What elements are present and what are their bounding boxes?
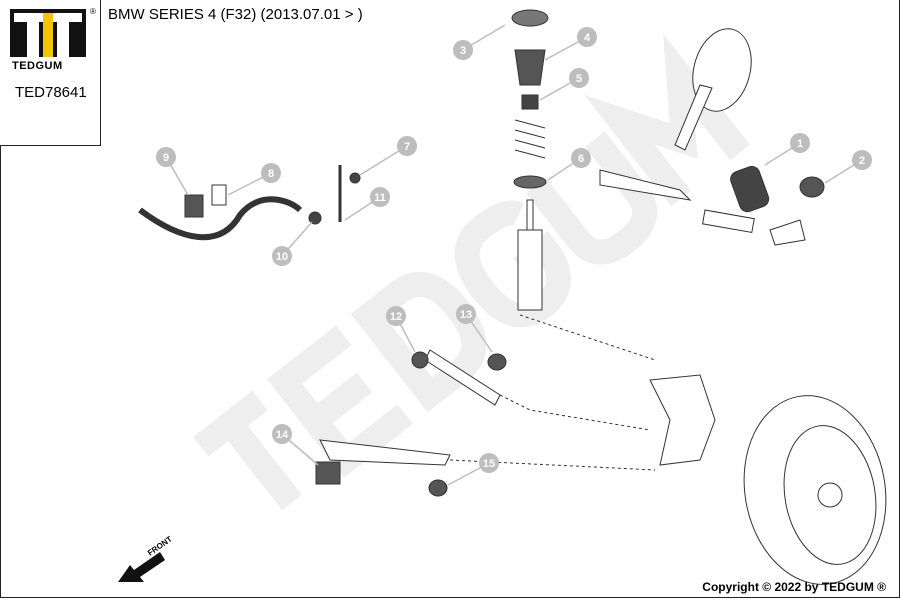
callout-circle bbox=[261, 163, 281, 183]
callout-11: 11 bbox=[344, 187, 390, 221]
steering-shaft bbox=[599, 169, 692, 201]
callout-number: 14 bbox=[276, 429, 289, 441]
page-title: BMW SERIES 4 (F32) (2013.07.01 > ) bbox=[108, 6, 363, 23]
callout-circle bbox=[386, 306, 406, 326]
strut-body bbox=[517, 229, 543, 311]
callout-12: 12 bbox=[386, 306, 416, 353]
front-arrow-icon bbox=[118, 552, 165, 582]
callout-9: 9 bbox=[156, 147, 189, 196]
callout-circle bbox=[790, 133, 810, 153]
callout-2: 2 bbox=[824, 150, 872, 184]
callout-circle bbox=[156, 147, 176, 167]
callout-number: 13 bbox=[460, 309, 472, 321]
callout-number: 2 bbox=[859, 155, 865, 167]
callout-circle bbox=[852, 150, 872, 170]
callout-14: 14 bbox=[272, 424, 319, 466]
part-12 bbox=[411, 351, 429, 369]
callout-circle bbox=[397, 136, 417, 156]
callout-circle bbox=[272, 424, 292, 444]
part-14 bbox=[315, 461, 341, 485]
dashed-guides bbox=[449, 314, 656, 471]
callout-7: 7 bbox=[359, 136, 417, 176]
stabilizer-bar bbox=[138, 196, 303, 241]
callout-5: 5 bbox=[539, 68, 589, 101]
callout-circle bbox=[456, 304, 476, 324]
callout-circle bbox=[569, 68, 589, 88]
copyright: Copyright © 2022 by TEDGUM ® bbox=[702, 580, 886, 594]
spring bbox=[514, 119, 546, 159]
tedgum-logo-icon: ® bbox=[10, 7, 96, 57]
callout-number: 1 bbox=[797, 138, 803, 150]
part-10 bbox=[308, 211, 322, 225]
part-9-bushing bbox=[184, 194, 204, 218]
callout-circle bbox=[272, 246, 292, 266]
part-7 bbox=[349, 172, 361, 184]
part-number: TED78641 bbox=[15, 84, 87, 101]
control-arm-lower bbox=[319, 439, 451, 466]
wheel-hub bbox=[817, 482, 843, 508]
callout-circle bbox=[577, 27, 597, 47]
callout-number: 3 bbox=[460, 45, 466, 57]
part-15 bbox=[428, 479, 448, 497]
steering-knuckle bbox=[649, 374, 716, 466]
callout-4: 4 bbox=[544, 27, 597, 61]
callout-8: 8 bbox=[227, 163, 281, 196]
callout-number: 12 bbox=[390, 311, 402, 323]
callout-10: 10 bbox=[272, 221, 313, 266]
tie-rod bbox=[701, 209, 755, 234]
callout-number: 5 bbox=[576, 73, 582, 85]
callout-circle bbox=[571, 148, 591, 168]
tie-rod-end bbox=[769, 219, 806, 246]
callout-number: 9 bbox=[163, 152, 169, 164]
callout-1: 1 bbox=[764, 133, 810, 166]
callout-circle bbox=[453, 40, 473, 60]
part-4-bump-stop bbox=[514, 49, 546, 86]
callout-13: 13 bbox=[456, 304, 493, 353]
logo-box: ® TEDGUM TED78641 bbox=[0, 0, 101, 146]
part-3-mount bbox=[511, 9, 549, 27]
callout-6: 6 bbox=[547, 148, 591, 181]
part-6-seat bbox=[513, 175, 547, 189]
steering-column bbox=[674, 84, 713, 151]
callout-number: 8 bbox=[268, 168, 274, 180]
callout-number: 10 bbox=[276, 251, 288, 263]
callout-number: 6 bbox=[578, 153, 584, 165]
callout-number: 15 bbox=[483, 458, 495, 470]
registered-mark: ® bbox=[90, 7, 96, 16]
part-8-clamp bbox=[211, 184, 227, 206]
callout-number: 11 bbox=[374, 192, 386, 204]
callout-15: 15 bbox=[447, 453, 499, 486]
callout-number: 7 bbox=[404, 141, 410, 153]
parts bbox=[138, 9, 887, 585]
brand-name: TEDGUM bbox=[12, 60, 63, 72]
callout-circle bbox=[370, 187, 390, 207]
boot-part-1 bbox=[730, 165, 770, 213]
part-5 bbox=[521, 94, 539, 110]
callout-number: 4 bbox=[584, 32, 591, 44]
part-2 bbox=[799, 176, 825, 198]
part-13 bbox=[487, 353, 507, 371]
callout-3: 3 bbox=[453, 24, 506, 60]
callout-circle bbox=[479, 453, 499, 473]
